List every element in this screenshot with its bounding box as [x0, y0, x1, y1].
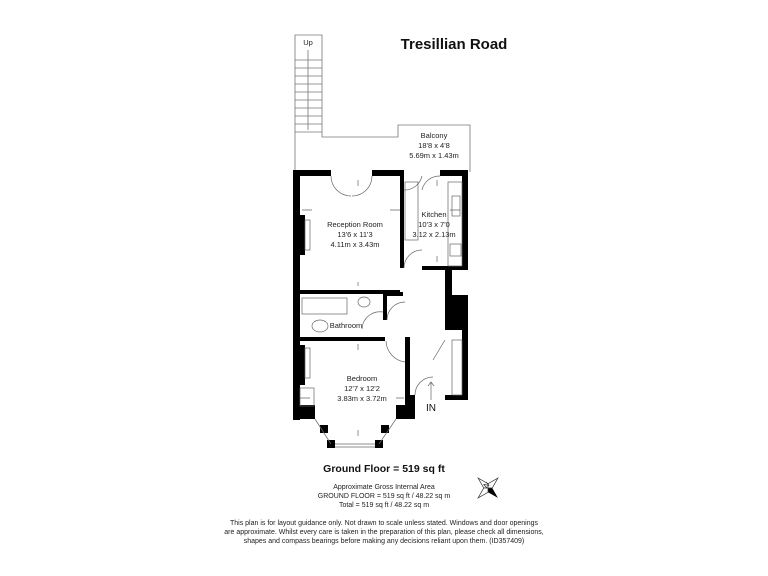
area-total: Total = 519 sq ft / 48.22 sq m [338, 502, 430, 509]
room-name: Kitchen [421, 210, 447, 219]
room-metric: 5.69m x 1.43m [409, 151, 459, 160]
room-imperial: 12'7 x 12'2 [344, 384, 380, 393]
room-bathroom: Bathroom [330, 321, 363, 331]
room-imperial: 18'8 x 4'8 [418, 141, 450, 150]
compass-icon [477, 477, 499, 499]
room-metric: 3.12 x 2.13m [412, 230, 456, 239]
room-name: Bathroom [329, 321, 363, 330]
room-balcony: Balcony 18'8 x 4'8 5.69m x 1.43m [409, 131, 459, 161]
room-name: Bedroom [346, 374, 378, 383]
page-title: Tresillian Road [400, 36, 508, 53]
staircase [294, 34, 471, 172]
room-kitchen: Kitchen 10'3 x 7'0 3.12 x 2.13m [412, 210, 455, 240]
disclaimer-line: are approximate. Whilst every care is ta… [224, 529, 544, 536]
room-metric: 3.83m x 3.72m [337, 394, 387, 403]
disclaimer: This plan is for layout guidance only. N… [224, 519, 543, 546]
disclaimer-line: This plan is for layout guidance only. N… [229, 520, 539, 527]
room-bedroom: Bedroom 12'7 x 12'2 3.83m x 3.72m [337, 374, 387, 404]
room-reception: Reception Room 13'6 x 11'3 4.11m x 3.43m [327, 220, 383, 250]
area-ground-floor: GROUND FLOOR = 519 sq ft / 48.22 sq m [317, 493, 451, 500]
fixtures [299, 175, 463, 448]
room-imperial: 13'6 x 11'3 [337, 230, 373, 239]
room-metric: 4.11m x 3.43m [330, 240, 380, 249]
stairs-label: Up [303, 38, 313, 47]
area-heading: Approximate Gross Internal Area [333, 484, 435, 491]
room-name: Reception Room [327, 220, 383, 229]
floor-summary: Ground Floor = 519 sq ft [323, 463, 445, 475]
entrance-label: IN [426, 403, 436, 414]
area-block: Approximate Gross Internal Area GROUND F… [318, 483, 450, 510]
disclaimer-line: shapes and compass bearings before makin… [243, 538, 525, 545]
room-imperial: 10'3 x 7'0 [418, 220, 450, 229]
room-name: Balcony [420, 131, 448, 140]
